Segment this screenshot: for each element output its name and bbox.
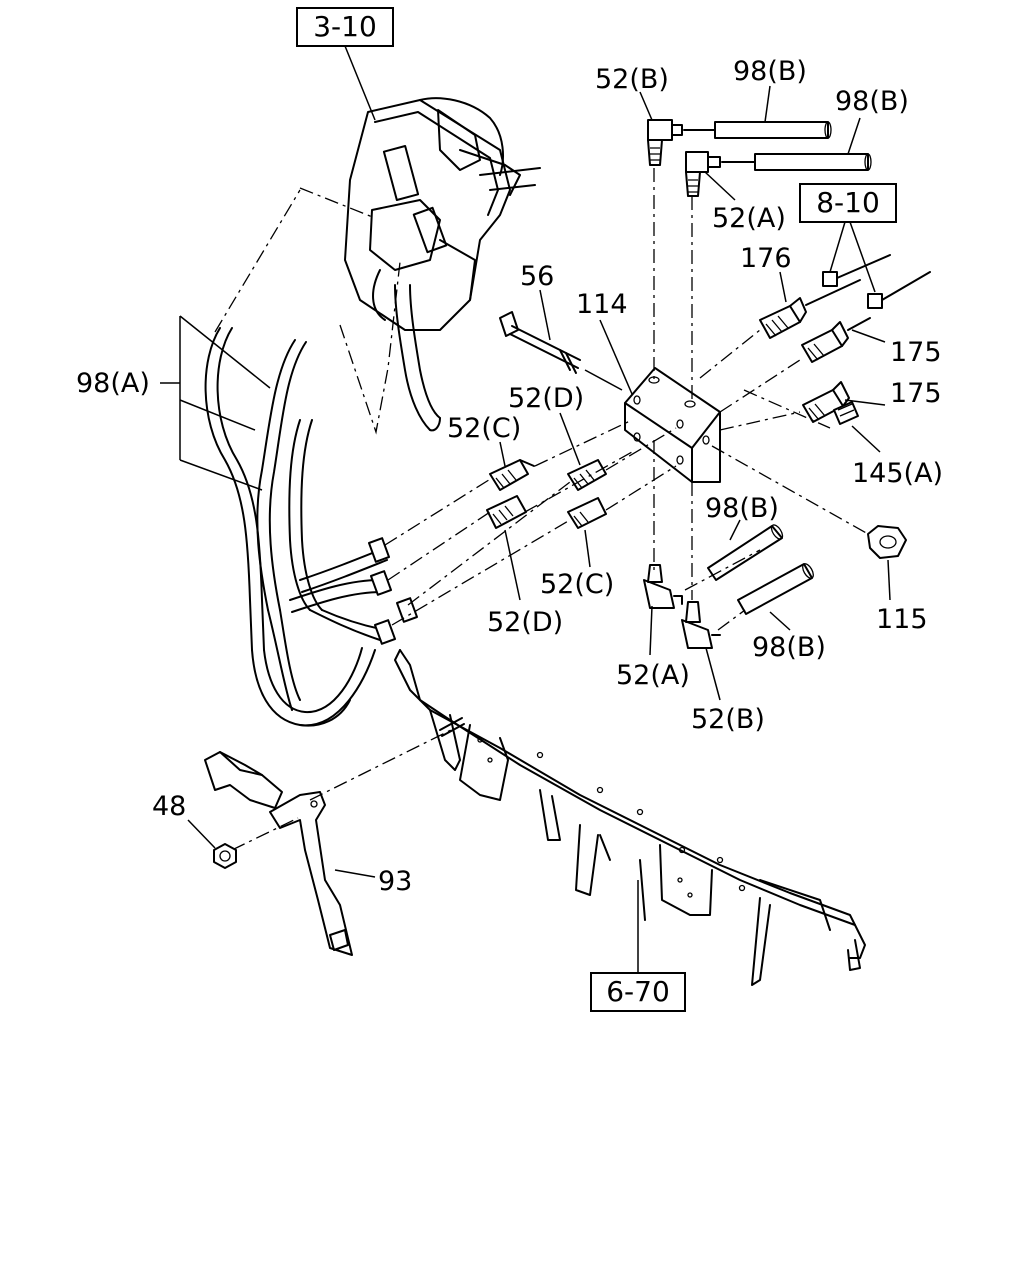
callout-115: 115 (876, 604, 928, 635)
bolt-56 (499, 311, 623, 391)
callout-leaders (187, 85, 891, 878)
callout-52d-bot: 52(D) (487, 607, 563, 638)
callout-114: 114 (576, 289, 628, 320)
bracket-93 (204, 751, 353, 956)
callout-52a-top: 52(A) (712, 203, 786, 234)
callout-98b-mid: 98(B) (705, 493, 779, 524)
callout-48: 48 (152, 791, 186, 822)
callout-175-1: 175 (890, 337, 942, 368)
callout-52c-bot: 52(C) (540, 569, 614, 600)
distribution-block (624, 367, 721, 483)
frame-rail (394, 649, 866, 986)
callout-52b-top: 52(B) (595, 64, 669, 95)
fitting-52a-top (685, 151, 721, 197)
callout-98b-bot: 98(B) (752, 632, 826, 663)
callout-145a: 145(A) (852, 458, 943, 489)
fitting-52b-top (647, 119, 683, 166)
callout-98b-top-2: 98(B) (835, 86, 909, 117)
hose-98b-top (683, 121, 872, 171)
dashline-valve (214, 187, 376, 333)
callout-93: 93 (378, 866, 412, 897)
ref-box-3-10[interactable]: 3-10 (296, 7, 394, 47)
leader-3-10 (344, 45, 376, 121)
callout-98b-top-1: 98(B) (733, 56, 807, 87)
fitting-52b-bot (681, 601, 721, 649)
fitting-52a-bot (643, 564, 683, 609)
ref-box-8-10[interactable]: 8-10 (799, 183, 897, 223)
nut-115 (867, 525, 907, 559)
callout-52a-bot: 52(A) (616, 660, 690, 691)
leaders-98a (160, 315, 271, 491)
pipe-bundle (204, 327, 418, 727)
nut-48 (213, 843, 237, 869)
callouts: 52(B) 98(B) 98(B) 52(A) 176 56 114 98(A)… (76, 56, 943, 897)
callout-176: 176 (740, 243, 792, 274)
callout-175-2: 175 (890, 378, 942, 409)
ref-box-6-70[interactable]: 6-70 (590, 972, 686, 1012)
ref-label-8-10: 8-10 (816, 186, 880, 219)
ref-label-3-10: 3-10 (313, 10, 377, 43)
callout-52d-top: 52(D) (508, 383, 584, 414)
dashline-valve-2 (339, 261, 401, 435)
plug-145a (833, 401, 859, 425)
valve-assembly (344, 97, 541, 432)
hose-98b-mid (707, 524, 814, 615)
leader-8-10 (829, 221, 876, 293)
stud (439, 717, 465, 737)
assembly-lines (231, 168, 869, 851)
switch-175-a (801, 271, 931, 363)
fitting-52c-top (489, 459, 535, 491)
ref-label-6-70: 6-70 (606, 975, 670, 1008)
callout-98a: 98(A) (76, 368, 150, 399)
fitting-52d-bot (486, 495, 527, 529)
fitting-52d-top (567, 459, 607, 491)
callout-52b-bot: 52(B) (691, 704, 765, 735)
fitting-52c-bot (567, 497, 607, 529)
switch-176 (759, 254, 891, 339)
callout-52c-top: 52(C) (447, 413, 521, 444)
callout-56: 56 (520, 261, 554, 292)
